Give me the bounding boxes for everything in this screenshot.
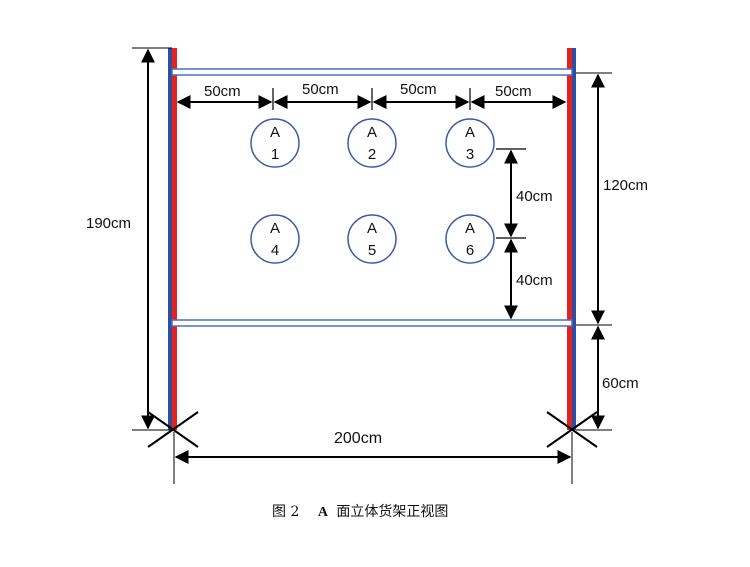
spacing-label-3: 50cm	[400, 81, 437, 98]
position-a2: A 2	[347, 118, 397, 168]
position-number: 6	[466, 242, 474, 259]
bottom-crossbar	[171, 319, 573, 327]
right-reference-lines	[576, 72, 612, 431]
position-number: 2	[368, 146, 376, 163]
spacing-label-4: 50cm	[495, 83, 532, 100]
row-gap-label-1: 40cm	[516, 188, 553, 205]
total-height-label: 190cm	[86, 215, 131, 232]
left-post	[168, 48, 177, 430]
position-number: 5	[368, 242, 376, 259]
total-width-label: 200cm	[334, 430, 382, 447]
total-height-dimension	[132, 47, 172, 431]
position-number: 3	[466, 146, 474, 163]
lower-height-label: 60cm	[602, 375, 639, 392]
spacing-ticks	[272, 88, 471, 110]
position-letter: A	[270, 124, 280, 141]
position-letter: A	[465, 220, 475, 237]
position-a3: A 3	[445, 118, 495, 168]
total-width-references	[173, 432, 573, 484]
position-number: 1	[271, 146, 279, 163]
position-a6: A 6	[445, 214, 495, 264]
position-letter: A	[270, 220, 280, 237]
position-a5: A 5	[347, 214, 397, 264]
upper-height-label: 120cm	[603, 177, 648, 194]
figure-caption: 图 2 A 面立体货架正视图	[272, 503, 448, 520]
position-letter: A	[367, 124, 377, 141]
position-number: 4	[271, 242, 279, 259]
right-base-cross	[546, 411, 598, 448]
caption-letter: A	[318, 505, 329, 520]
left-base-cross	[147, 411, 199, 448]
spacing-label-2: 50cm	[302, 81, 339, 98]
position-letter: A	[367, 220, 377, 237]
position-a4: A 4	[250, 214, 300, 264]
right-post	[567, 48, 576, 430]
figure-number: 图 2	[272, 504, 299, 520]
row-gap-ticks	[496, 148, 526, 239]
caption-text: 面立体货架正视图	[336, 503, 448, 520]
position-letter: A	[465, 124, 475, 141]
position-a1: A 1	[250, 118, 300, 168]
top-crossbar	[171, 68, 573, 76]
spacing-label-1: 50cm	[204, 83, 241, 100]
row-gap-label-2: 40cm	[516, 272, 553, 289]
